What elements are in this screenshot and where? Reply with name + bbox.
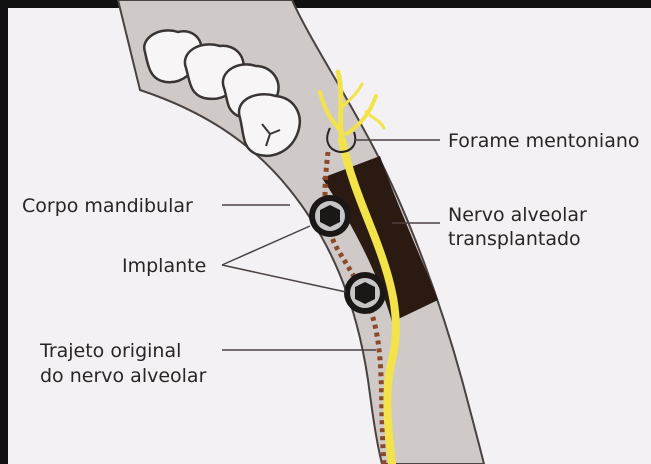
implant-screw-head-icon [309, 195, 351, 237]
label-corpo-mandibular: Corpo mandibular [22, 195, 193, 217]
label-implante: Implante [122, 255, 206, 277]
label-nervo-alveolar-line1: Nervo alveolar [448, 204, 587, 226]
label-nervo-alveolar-line2: transplantado [448, 228, 581, 250]
label-trajeto-line2: do nervo alveolar [40, 365, 207, 387]
label-trajeto-line1: Trajeto original [39, 340, 181, 362]
label-forame-mentoniano: Forame mentoniano [448, 130, 640, 152]
tooth-outline-icon [239, 94, 300, 155]
implant-screw-head-icon [344, 272, 386, 314]
